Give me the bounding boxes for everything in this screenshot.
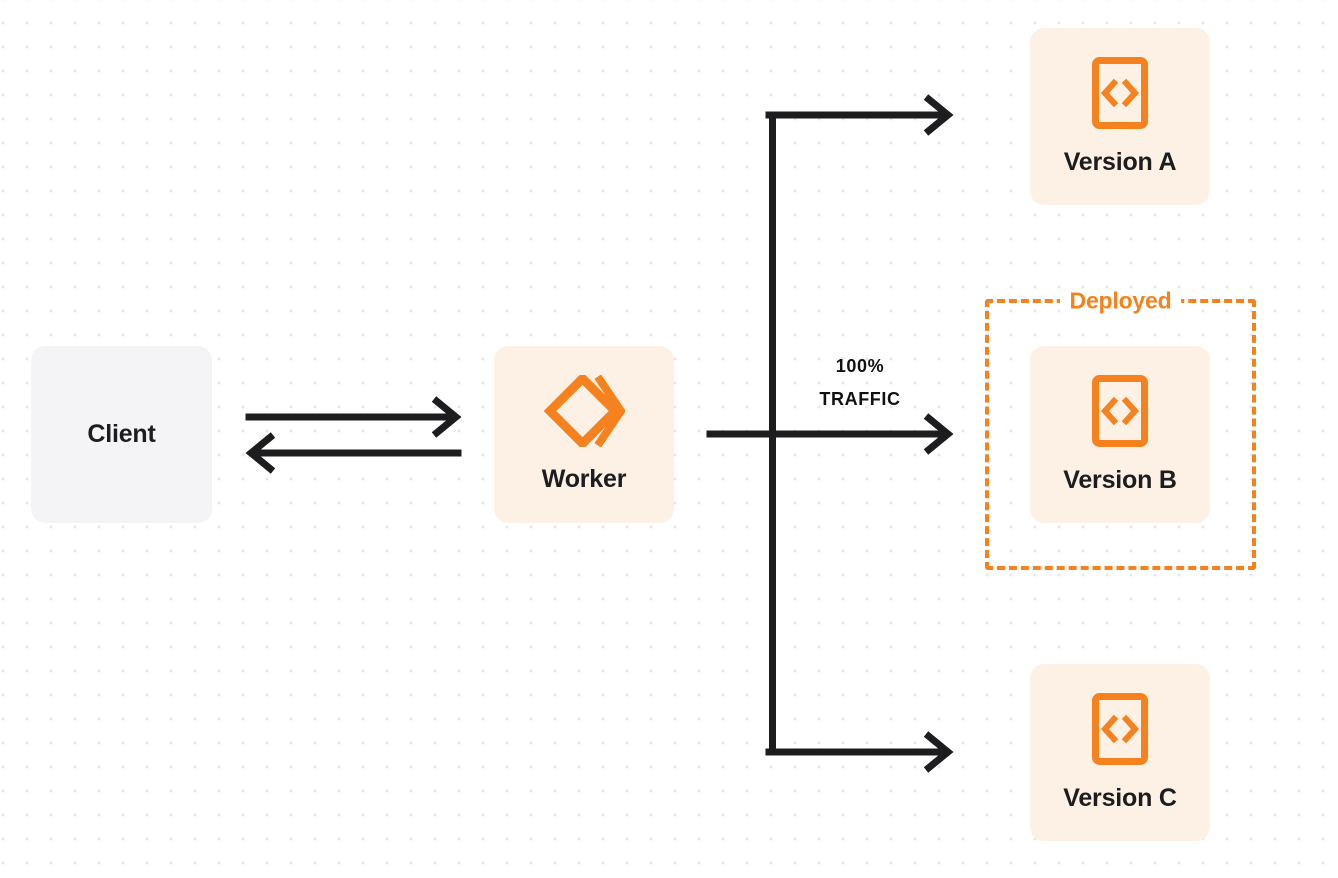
node-worker-label: Worker: [541, 465, 627, 493]
node-version-b-label: Version B: [1063, 466, 1177, 494]
node-client[interactable]: Client: [31, 346, 212, 523]
node-version-a[interactable]: Version A: [1030, 28, 1210, 205]
node-version-c-label: Version C: [1063, 784, 1177, 812]
connector-worker-to-version-b: [768, 413, 954, 455]
connector-worker-to-version-a: [765, 94, 954, 136]
connector-worker-to-version-c: [765, 731, 954, 773]
traffic-caption: TRAFFIC: [819, 389, 901, 410]
group-deployed-label: Deployed: [1059, 289, 1182, 313]
node-version-a-label: Version A: [1063, 148, 1177, 176]
connector-client-to-worker-request: [245, 396, 462, 438]
node-client-label: Client: [87, 420, 156, 448]
code-brackets-icon: [1091, 56, 1149, 130]
traffic-percent: 100%: [835, 356, 885, 376]
node-version-b[interactable]: Version B: [1030, 346, 1210, 523]
cloudflare-workers-logo-icon: [543, 375, 625, 447]
group-deployed: Deployed: [985, 289, 1256, 570]
node-version-c[interactable]: Version C: [1030, 664, 1210, 841]
traffic-annotation: 100% TRAFFIC: [790, 350, 930, 417]
connector-worker-to-client-response: [245, 432, 462, 474]
code-brackets-icon: [1091, 374, 1149, 448]
node-worker[interactable]: Worker: [494, 346, 674, 523]
code-brackets-icon: [1091, 692, 1149, 766]
